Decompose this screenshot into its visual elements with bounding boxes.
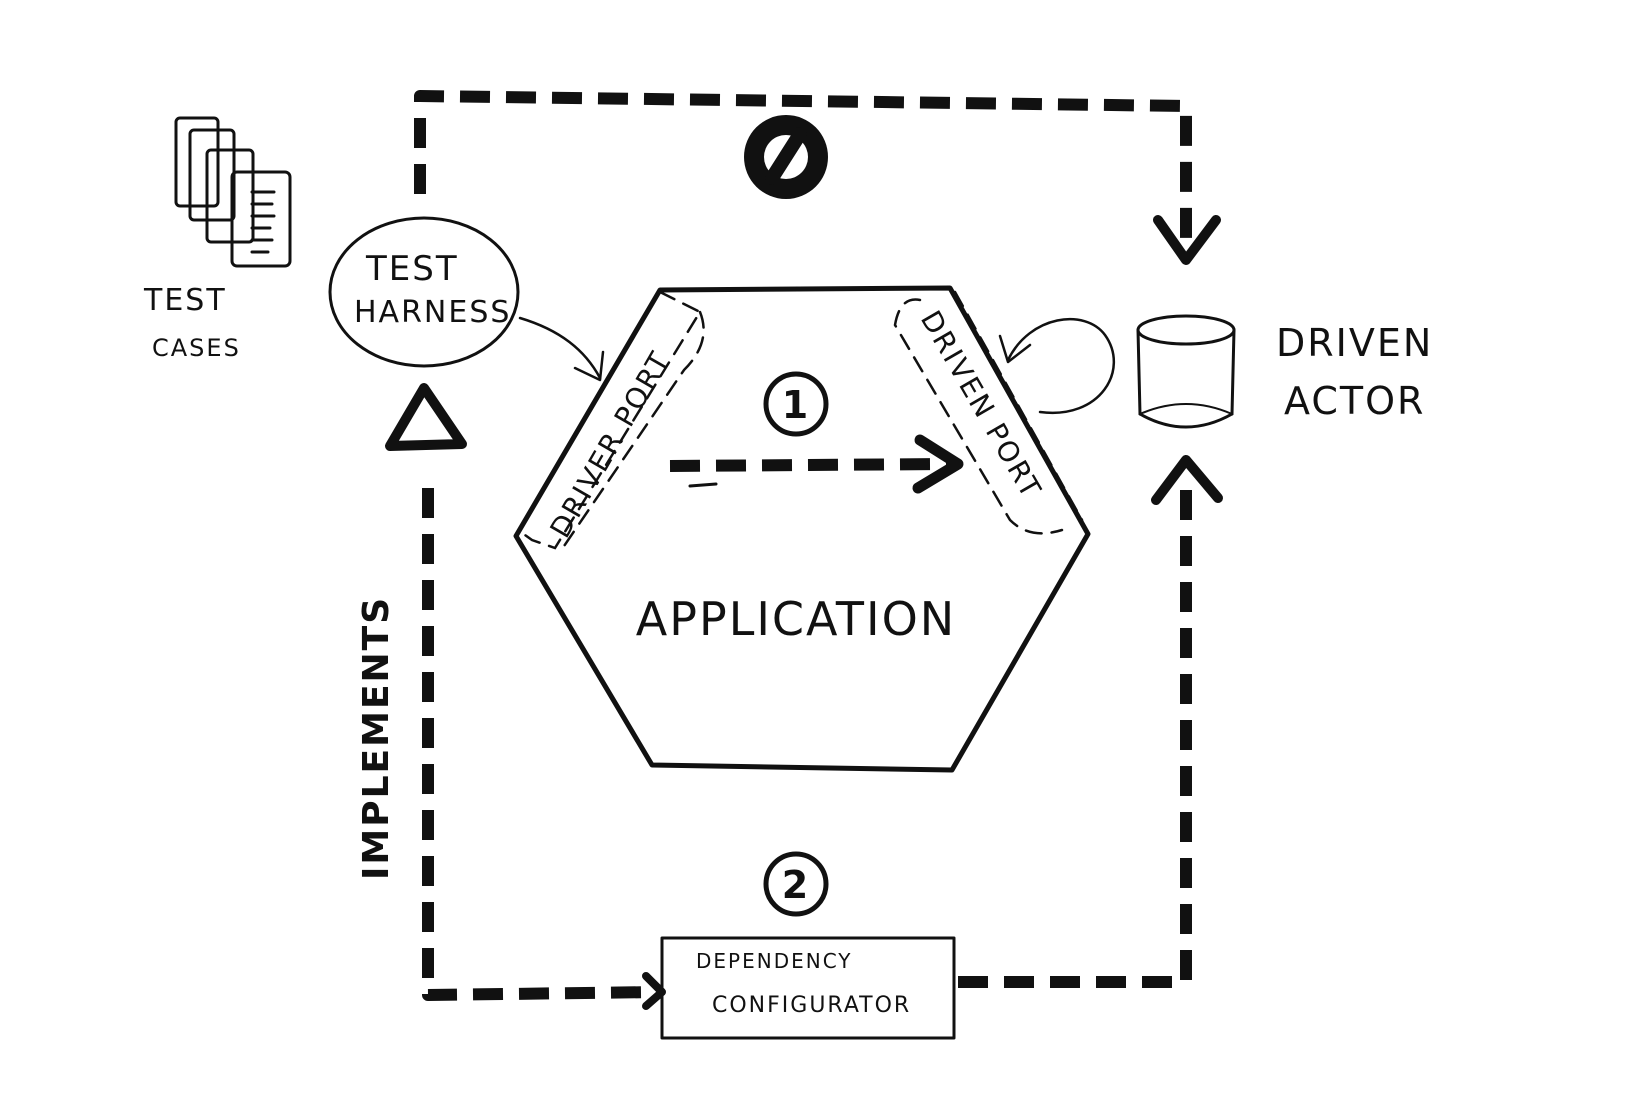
step-1-label: 1: [782, 383, 810, 427]
driver-port-region: [516, 290, 705, 554]
driven-port-region: [893, 290, 1084, 535]
test-harness-label-line1: TEST: [365, 249, 459, 289]
driven-port-loop-arrow: [998, 317, 1116, 415]
step-2-label: 2: [782, 863, 810, 907]
test-harness-label-line2: HARNESS: [354, 295, 511, 330]
driven-actor-label-line1: DRIVEN: [1276, 321, 1433, 365]
implements-label: IMPLEMENTS: [356, 596, 397, 880]
step-1-call-arrow: [669, 434, 964, 494]
dependency-configurator-label-line2: CONFIGURATOR: [712, 993, 911, 1018]
step-1-badge: [763, 371, 829, 437]
implements-dashed-arrow: [385, 383, 666, 1010]
forbidden-icon: [744, 115, 828, 199]
harness-to-driver-port-arrow: [518, 316, 605, 382]
database-icon: [1136, 314, 1236, 429]
dependency-configurator-label-line1: DEPENDENCY: [696, 949, 853, 973]
configurator-to-driven-actor-arrow: [958, 455, 1223, 988]
driven-actor-label-line2: ACTOR: [1284, 379, 1425, 423]
step-2-badge: [763, 851, 829, 917]
test-cases-label-line2: CASES: [152, 334, 241, 362]
application-hexagon: [513, 285, 1091, 773]
forbidden-direct-path-arrow: [414, 90, 1221, 265]
test-harness-node: [328, 216, 520, 368]
test-cases-documents-icon: [174, 116, 292, 268]
application-label: APPLICATION: [636, 592, 956, 646]
test-cases-label-line1: TEST: [143, 283, 227, 318]
dependency-configurator-box: [660, 936, 956, 1040]
